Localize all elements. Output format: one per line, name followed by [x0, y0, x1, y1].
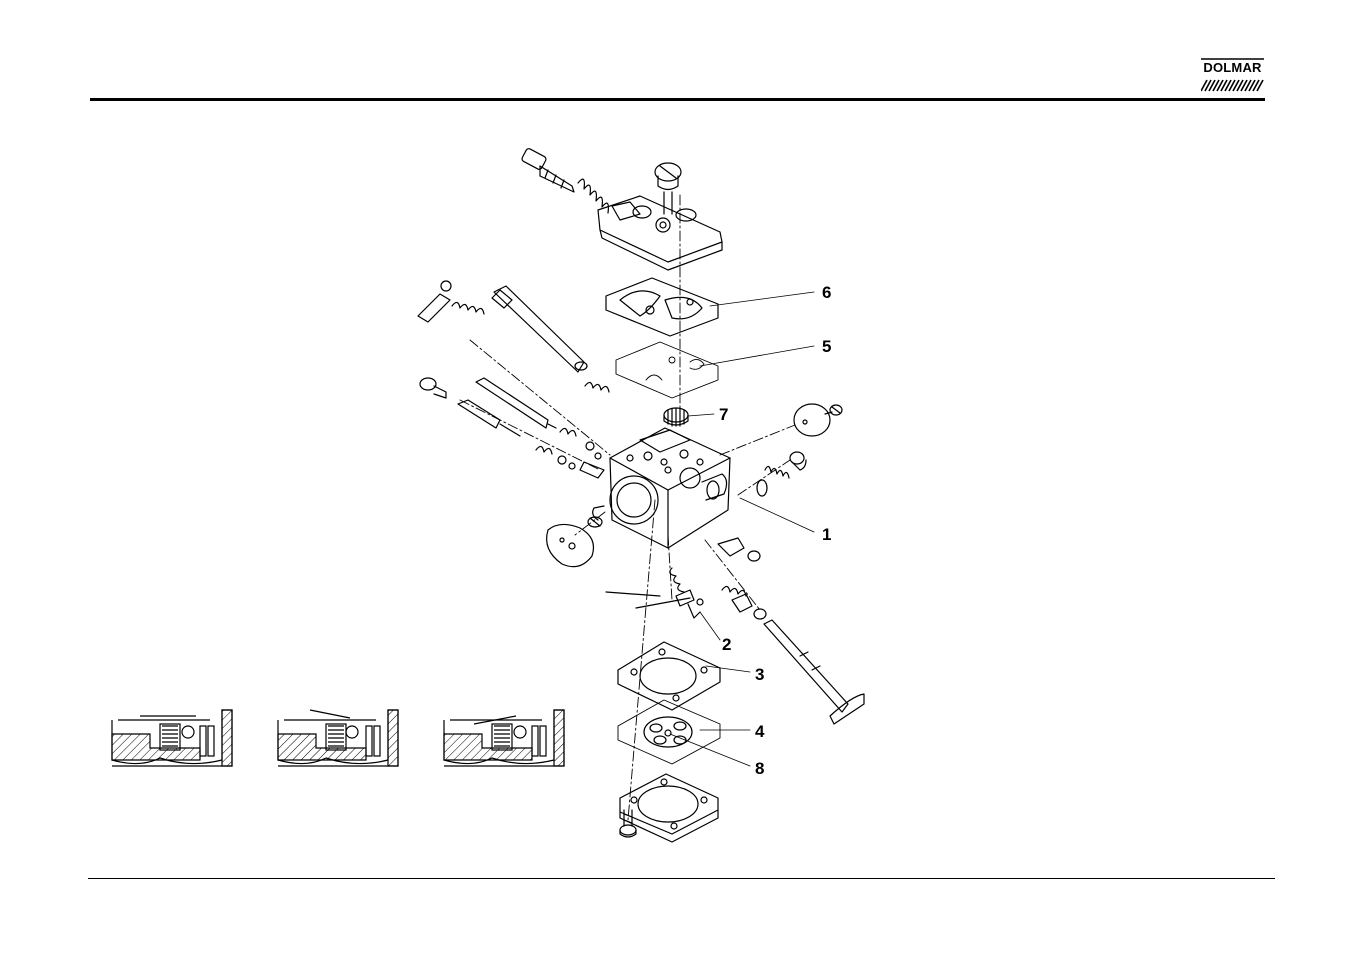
- metering-cover: [620, 774, 718, 842]
- pump-membrane: [616, 342, 718, 398]
- cross-section-1: [112, 710, 232, 766]
- callout-1: 1: [822, 525, 831, 544]
- right-spring-cap: [757, 452, 806, 496]
- metering-gasket: [618, 642, 720, 710]
- pump-cover-assembly: [521, 148, 722, 270]
- callout-labels: 6 5 7 1 2 3 4 8: [719, 283, 831, 778]
- callout-4: 4: [755, 722, 765, 741]
- filter-screen: [664, 408, 688, 426]
- cross-section-3: [444, 710, 564, 766]
- choke-plate-right: [794, 404, 842, 436]
- callout-6: 6: [822, 283, 831, 302]
- callout-8: 8: [755, 759, 764, 778]
- throttle-shaft: [718, 538, 864, 724]
- choke-shaft: [492, 286, 609, 392]
- carburetor-body: [593, 428, 730, 548]
- callout-leaders: [670, 292, 814, 766]
- cross-section-details: [112, 710, 564, 766]
- callout-2: 2: [722, 635, 731, 654]
- pump-gasket: [606, 278, 718, 336]
- throttle-plate-left: [547, 517, 602, 567]
- mixture-needles: [420, 378, 604, 478]
- choke-lever-left: [418, 281, 484, 322]
- center-axis: [460, 195, 795, 820]
- metering-lever: [606, 568, 703, 618]
- cross-section-2: [278, 710, 398, 766]
- callout-7: 7: [719, 405, 728, 424]
- callout-3: 3: [755, 665, 764, 684]
- cover-screw: [620, 810, 636, 837]
- callout-5: 5: [822, 337, 831, 356]
